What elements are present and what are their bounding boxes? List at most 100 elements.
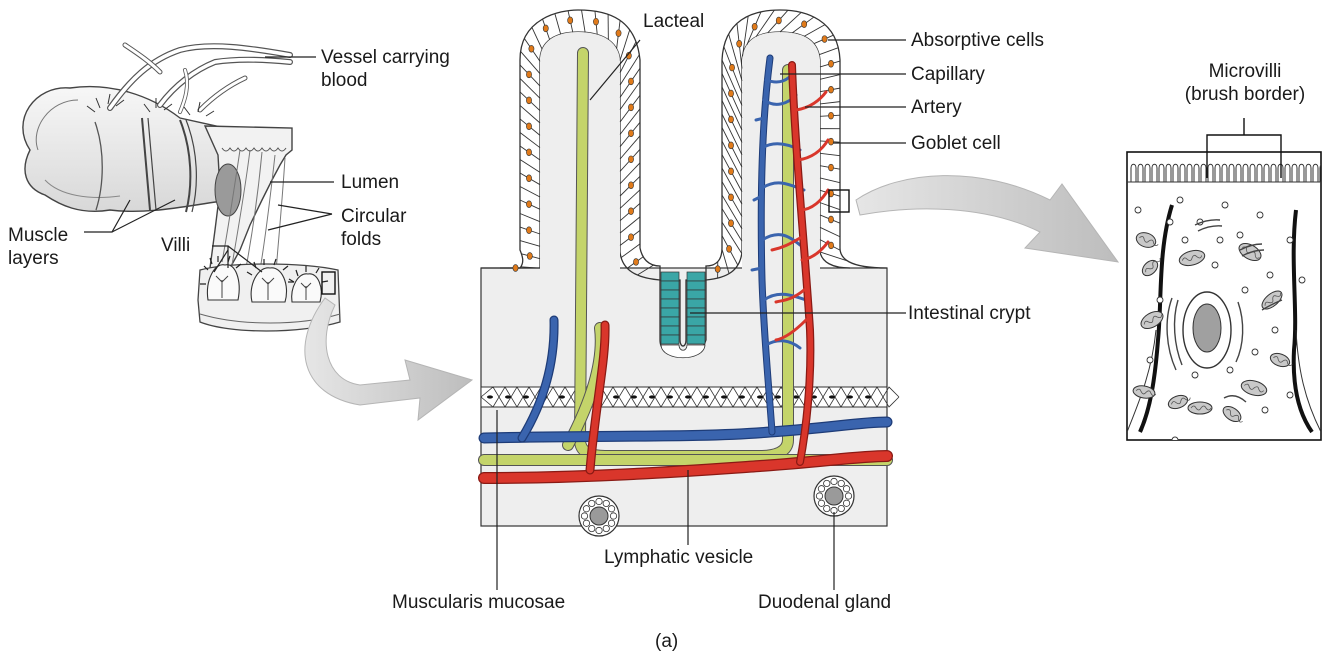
label-microvilli-line-1: Microvilli <box>1170 60 1320 83</box>
cell-nucleus-dot <box>529 45 534 52</box>
label-muscularis-mucosae: Muscularis mucosae <box>392 591 565 614</box>
cell-nucleus-dot <box>526 149 531 156</box>
gland-cell <box>610 513 616 519</box>
duodenal-gland-left <box>579 496 619 536</box>
cell-divider <box>820 75 840 80</box>
vesicle <box>1287 392 1293 398</box>
muscle-nucleus <box>487 395 493 398</box>
cell-nucleus-dot <box>776 17 781 24</box>
absorptive-cell-detail <box>1127 118 1325 443</box>
cell-nucleus-dot <box>526 97 531 104</box>
muscle-nucleus <box>703 395 709 398</box>
label-capillary: Capillary <box>911 63 985 86</box>
gland-cell <box>843 486 849 492</box>
cell-nucleus-dot <box>526 71 531 78</box>
muscle-nucleus <box>505 395 511 398</box>
cell-divider <box>582 10 586 32</box>
duodenal-gland-right <box>814 476 854 516</box>
label-vessel-line-2: blood <box>321 69 450 92</box>
cell-nucleus-dot <box>737 40 742 47</box>
gland-cell <box>596 527 602 533</box>
label-circular-folds-line-2: folds <box>341 228 406 251</box>
crypt-cell <box>661 290 679 299</box>
vesicle <box>1227 367 1233 373</box>
crypt-cell <box>661 326 679 335</box>
crypt-cell <box>661 272 679 281</box>
vesicle <box>1287 237 1293 243</box>
cell-nucleus-dot <box>727 245 732 252</box>
vesicle <box>1147 357 1153 363</box>
cell-divider <box>620 163 640 184</box>
cell-nucleus-dot <box>527 253 532 260</box>
muscle-nucleus <box>775 395 781 398</box>
cell-nucleus-dot <box>526 175 531 182</box>
cell-nucleus-dot <box>802 21 807 28</box>
cell-divider <box>820 178 840 183</box>
cell-nucleus-dot <box>728 168 733 175</box>
cell-nucleus-dot <box>543 25 548 32</box>
muscle-nucleus <box>757 395 763 398</box>
crypt-cell <box>661 281 679 290</box>
cell-nucleus-dot <box>628 130 633 137</box>
label-vessel-line-1: Vessel carrying <box>321 46 450 69</box>
label-artery: Artery <box>911 96 962 119</box>
cell-nucleus-dot <box>513 265 518 272</box>
gland-cell <box>596 498 602 504</box>
cell-divider <box>520 159 540 172</box>
label-muscle-layers-line-1: Muscle <box>8 224 68 247</box>
cell-nucleus-dot <box>526 227 531 234</box>
cell-divider <box>520 186 540 197</box>
muscle-nucleus <box>559 395 565 398</box>
gland-cell <box>838 505 844 511</box>
label-intestinal-crypt: Intestinal crypt <box>908 302 1031 325</box>
cell-divider <box>820 153 840 155</box>
crypt-cell <box>687 317 705 326</box>
gland-cell <box>581 513 587 519</box>
label-duodenal-gland: Duodenal gland <box>758 591 891 614</box>
muscle-nucleus <box>829 395 835 398</box>
cell-nucleus-dot <box>728 142 733 149</box>
gland-cell <box>608 520 614 526</box>
vesicle <box>1177 197 1183 203</box>
label-circular-folds-line-1: Circular <box>341 205 406 228</box>
label-lymphatic-vesicle: Lymphatic vesicle <box>604 546 753 569</box>
cell-nucleus-dot <box>628 208 633 215</box>
gland-cell <box>831 478 837 484</box>
panel-caption: (a) <box>655 630 678 653</box>
cell-nucleus-dot <box>828 112 833 119</box>
muscle-nucleus <box>847 395 853 398</box>
gland-cell <box>589 500 595 506</box>
villi-cross-section <box>481 10 899 536</box>
gland-cell <box>589 525 595 531</box>
vesicle <box>1252 349 1258 355</box>
cell-nucleus-dot <box>828 86 833 93</box>
cell-nucleus-dot <box>729 64 734 71</box>
label-goblet-cell: Goblet cell <box>911 132 1001 155</box>
muscle-nucleus <box>613 395 619 398</box>
muscle-nucleus <box>649 395 655 398</box>
gland-cell <box>583 520 589 526</box>
cell-nucleolus <box>1193 304 1221 352</box>
cell-divider <box>820 227 840 236</box>
zoom-arrow-left <box>305 298 472 420</box>
vesicle <box>1172 437 1178 443</box>
vesicle <box>1267 272 1273 278</box>
label-lumen: Lumen <box>341 171 399 194</box>
cell-nucleus-dot <box>628 78 633 85</box>
cell-nucleus-dot <box>828 164 833 171</box>
vesicle <box>1135 207 1141 213</box>
label-absorptive-cells: Absorptive cells <box>911 29 1044 52</box>
vesicle <box>1222 202 1228 208</box>
vesicle <box>1242 287 1248 293</box>
cell-nucleus-dot <box>752 23 757 30</box>
gland-cell <box>608 506 614 512</box>
cell-nucleus-dot <box>728 90 733 97</box>
mitochondrion-outer <box>1188 402 1212 414</box>
label-muscle-layers: Muscle layers <box>8 224 68 270</box>
cell-nucleus-dot <box>628 234 633 241</box>
cell-divider <box>555 14 561 35</box>
crypt-cell <box>661 299 679 308</box>
cell-divider <box>804 25 825 37</box>
crypt-cell <box>687 281 705 290</box>
